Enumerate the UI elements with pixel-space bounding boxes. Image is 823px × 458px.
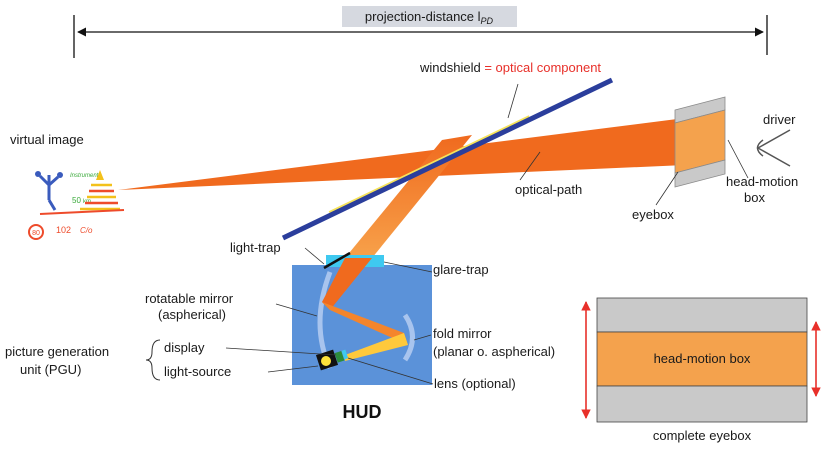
driver-eye-icon xyxy=(756,129,791,167)
odometer-text: 102 xyxy=(56,225,71,235)
hud-output-beam xyxy=(345,135,472,258)
fold-mirror-label-line1: fold mirror xyxy=(433,326,492,341)
fold-mirror-leader xyxy=(413,334,432,341)
projection-distance-label: projection-distance lPD xyxy=(365,9,494,26)
beam-segment-middle xyxy=(322,302,408,345)
light-source-label: light-source xyxy=(164,364,231,379)
rotatable-mirror-label-line2: (aspherical) xyxy=(158,307,226,322)
lens-label: lens (optional) xyxy=(434,376,516,391)
speed-text: 50 xyxy=(72,196,81,205)
light-trap-leader xyxy=(304,247,325,265)
beam-segment-top xyxy=(322,258,372,310)
light-trap xyxy=(323,251,351,270)
virtual-image-graphic: Instrumente 50 km 80 102 C/o xyxy=(28,170,125,240)
glare-trap-label: glare-trap xyxy=(433,262,489,277)
navigation-arrow-icon xyxy=(35,171,63,211)
lens-leader xyxy=(347,357,434,385)
rotatable-mirror-leader xyxy=(275,303,318,317)
windshield xyxy=(281,77,614,241)
windshield-label: windshield = optical component xyxy=(419,60,601,75)
light-source-bulb xyxy=(321,356,331,366)
inset-top-margin xyxy=(596,297,808,333)
head-motion-leader xyxy=(727,139,749,179)
inset-head-motion-box xyxy=(596,331,808,387)
windshield-glass xyxy=(281,77,614,241)
virtual-image-label: virtual image xyxy=(10,132,84,147)
glare-trap-leader xyxy=(383,261,433,273)
fold-mirror xyxy=(402,313,415,362)
projection-distance: projection-distance lPD xyxy=(73,6,768,58)
inset-head-motion-label: head-motion box xyxy=(654,351,751,366)
light-source-leader xyxy=(267,365,319,373)
driver-label: driver xyxy=(763,112,796,127)
horizon-line xyxy=(39,209,125,215)
projection-label-box xyxy=(342,6,517,27)
instrument-text: Instrumente xyxy=(70,173,102,179)
eyebox-inset: head-motion box complete eyebox xyxy=(581,297,821,443)
warning-triangle-icon xyxy=(96,170,104,180)
eyebox-leader xyxy=(655,171,679,206)
fold-mirror-label-line2: (planar o. aspherical) xyxy=(433,344,555,359)
pgu-label-line1: picture generation xyxy=(5,344,109,359)
inset-bottom-margin xyxy=(596,385,808,423)
optical-path-label: optical-path xyxy=(515,182,582,197)
display-label: display xyxy=(164,340,205,355)
lens xyxy=(341,349,349,360)
optical-path-leader xyxy=(519,151,541,181)
lane-stripes xyxy=(80,183,120,211)
light-trap-label: light-trap xyxy=(230,240,281,255)
windshield-leader xyxy=(507,83,519,119)
display-leader xyxy=(225,347,337,356)
speed-sign-text: 80 xyxy=(32,230,40,237)
gear-text: C/o xyxy=(80,226,93,235)
optical-path-beam xyxy=(118,118,685,190)
pgu-label-line2: unit (PGU) xyxy=(20,362,81,377)
head-motion-label-line1: head-motion xyxy=(726,174,798,189)
rotatable-mirror-label-line1: rotatable mirror xyxy=(145,291,234,306)
beam-segment-bottom xyxy=(345,333,408,361)
head-motion-label-line2: box xyxy=(744,190,765,205)
eyebox-label: eyebox xyxy=(632,207,674,222)
inset-caption: complete eyebox xyxy=(653,428,752,443)
pgu-brace xyxy=(145,339,161,381)
speed-sign-icon xyxy=(28,224,44,240)
hud-label: HUD xyxy=(343,402,382,422)
display-panel xyxy=(334,351,345,363)
eyebox-3d xyxy=(674,96,726,188)
